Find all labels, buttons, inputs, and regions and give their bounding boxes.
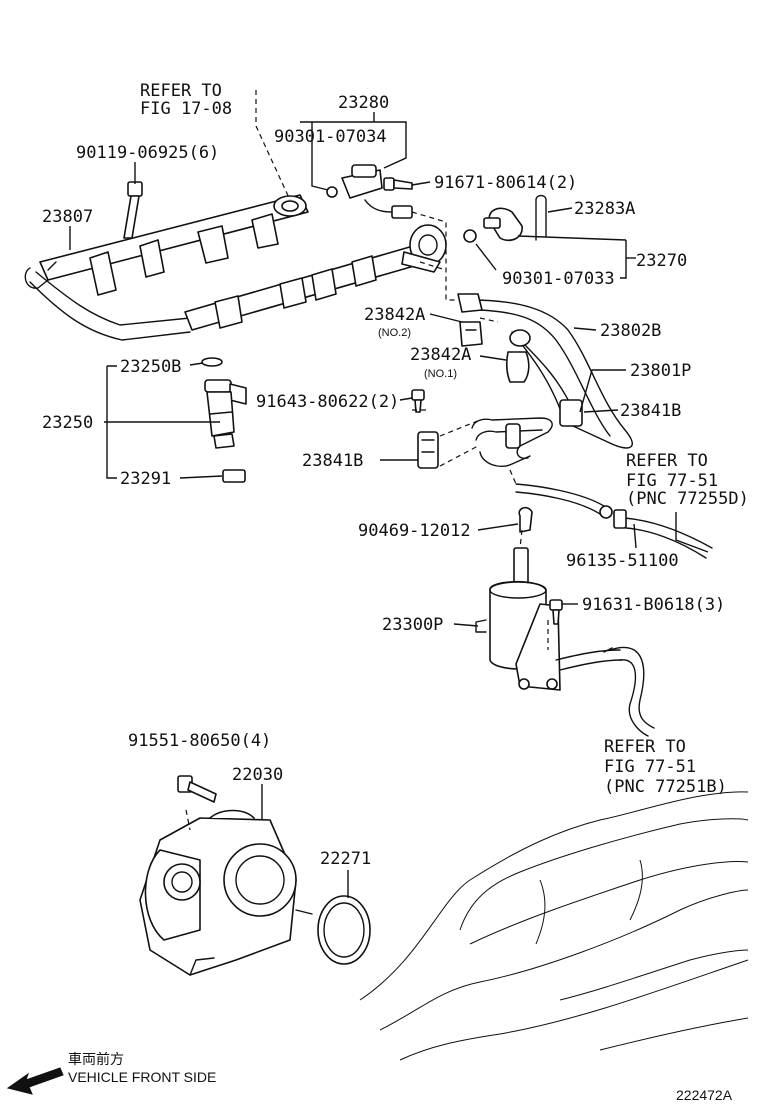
refer-pnc-3: (PNC 77251B): [604, 777, 727, 797]
direction-jp: 車両前方: [68, 1051, 124, 1067]
part-23842A-no2: 23842A: [364, 305, 425, 325]
refer-label-3: REFER TO: [604, 737, 686, 757]
vsv-23300P: [475, 547, 623, 691]
clamp-23842A-no1: [505, 351, 530, 383]
part-91671: 91671-80614(2): [434, 173, 577, 193]
part-22030: 22030: [232, 765, 283, 785]
pressure-regulator-23270: [463, 207, 523, 243]
bolt-91551: [177, 775, 217, 803]
refer-fig-2: FIG 77-51: [626, 471, 718, 491]
part-91631: 91631-B0618(3): [582, 595, 725, 615]
part-23842A-no2-sub: (NO.2): [378, 327, 411, 339]
leader-lines: [69, 112, 709, 898]
gasket-22271: [317, 895, 371, 965]
part-90301-07034: 90301-07034: [274, 127, 387, 147]
intake-manifold: [359, 791, 749, 1061]
fuel-hoses: [457, 293, 633, 449]
part-23842A-no1: 23842A: [410, 345, 471, 365]
bolt-91643: [411, 389, 425, 413]
throttle-body-22030: [139, 809, 313, 976]
part-90119: 90119-06925(6): [76, 143, 219, 163]
part-22271: 22271: [320, 849, 371, 869]
part-23801P: 23801P: [630, 361, 691, 381]
part-23270: 23270: [636, 251, 687, 271]
clip-23283A: [535, 194, 547, 241]
front-direction-arrow-icon: [6, 1067, 64, 1095]
refer-pnc-2: (PNC 77255D): [626, 489, 749, 509]
pulsation-damper-23280: [326, 164, 413, 219]
direction-en: VEHICLE FRONT SIDE: [68, 1069, 216, 1085]
part-90469: 90469-12012: [358, 521, 471, 541]
refer-label-1: REFER TO: [140, 81, 222, 101]
injector-23250: [201, 357, 247, 483]
part-23842A-no1-sub: (NO.1): [424, 368, 457, 380]
part-91551: 91551-80650(4): [128, 731, 271, 751]
part-90301-07033: 90301-07033: [502, 269, 615, 289]
part-23841B-left: 23841B: [302, 451, 363, 471]
figure-id: 222472A: [676, 1087, 733, 1103]
part-23300P: 23300P: [382, 615, 443, 635]
part-96135: 96135-51100: [566, 551, 679, 571]
part-23250: 23250: [42, 413, 93, 433]
clamp-23842A-no2: [459, 321, 483, 347]
part-23841B-right: 23841B: [620, 401, 681, 421]
part-23283A: 23283A: [574, 199, 635, 219]
hose-96135: [613, 509, 713, 559]
part-91643: 91643-80622(2): [256, 392, 399, 412]
part-23802B: 23802B: [600, 321, 661, 341]
part-23807: 23807: [42, 207, 93, 227]
bolt-90119: [123, 181, 143, 239]
part-23250B: 23250B: [120, 357, 181, 377]
part-23280: 23280: [338, 93, 389, 113]
dashed-reference-lines: [185, 90, 549, 831]
part-23291: 23291: [120, 469, 171, 489]
labels: REFER TO FIG 17-08 23280 90301-07034 901…: [42, 81, 749, 1103]
hose-77251B: [603, 646, 655, 737]
refer-label-2: REFER TO: [626, 451, 708, 471]
fuel-tube-23841B: [417, 399, 583, 469]
bolt-91631: [549, 599, 563, 625]
refer-fig-3: FIG 77-51: [604, 757, 696, 777]
refer-fig-1: FIG 17-08: [140, 99, 232, 119]
hose-clip-90469: [515, 483, 613, 533]
bolt-91671: [383, 177, 413, 191]
